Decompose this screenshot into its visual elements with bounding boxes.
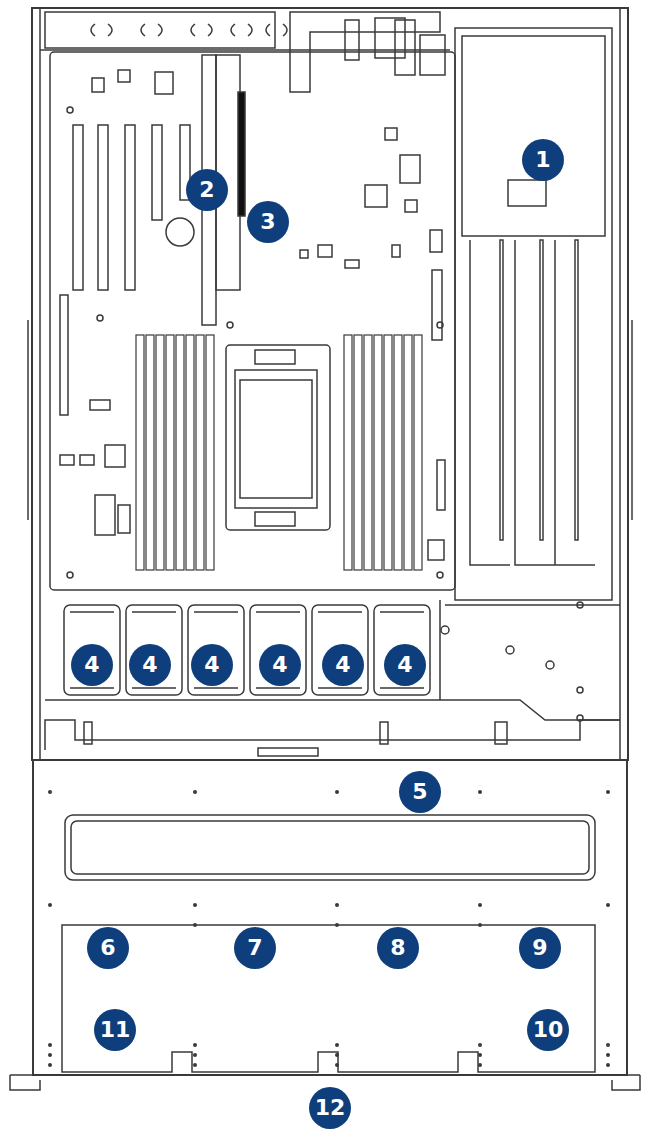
callout-number: 4 xyxy=(142,652,157,678)
callout-number: 1 xyxy=(535,147,550,173)
callout-number: 4 xyxy=(397,652,412,678)
callout-number: 6 xyxy=(100,935,115,961)
callout-number: 12 xyxy=(315,1095,346,1121)
callout-number: 4 xyxy=(84,652,99,678)
callout-number: 4 xyxy=(335,652,350,678)
callout-number: 9 xyxy=(532,935,547,961)
callout-number: 8 xyxy=(390,935,405,961)
callout-number: 4 xyxy=(204,652,219,678)
callout-number: 2 xyxy=(199,177,214,203)
callout-number: 11 xyxy=(100,1017,131,1043)
callout-number: 7 xyxy=(247,935,262,961)
callout-badges xyxy=(71,139,569,1129)
callout-number: 5 xyxy=(412,779,427,805)
callout-number: 4 xyxy=(272,652,287,678)
callout-number: 3 xyxy=(260,209,275,235)
callout-number: 10 xyxy=(533,1017,564,1043)
